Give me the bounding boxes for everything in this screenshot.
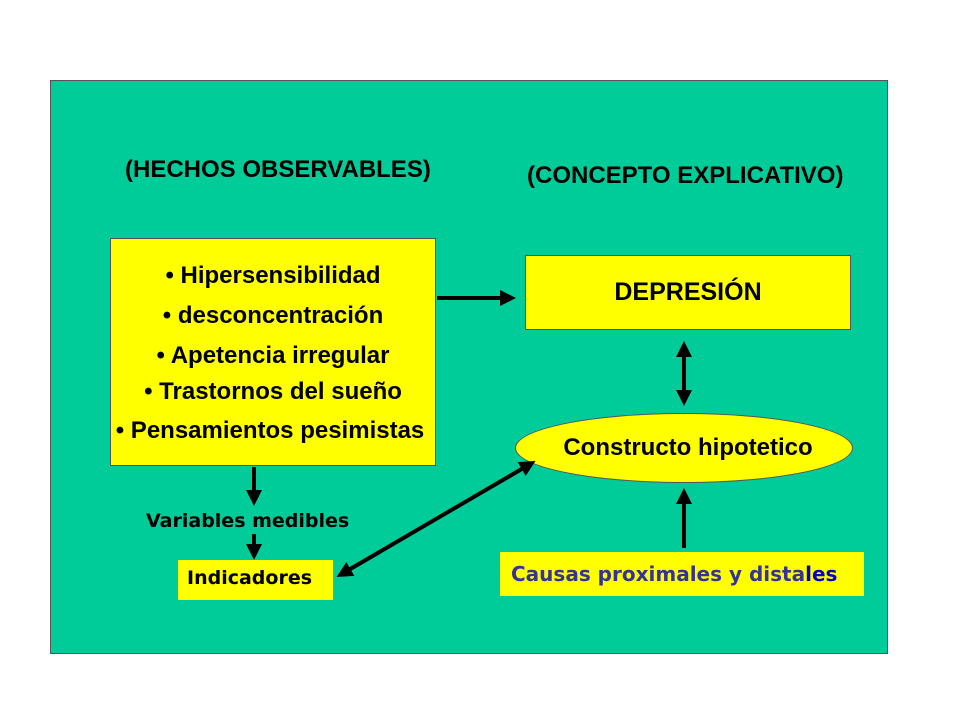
heading-observable: (HECHOS OBSERVABLES) bbox=[125, 156, 431, 183]
construct-label: Constructo hipotetico bbox=[563, 434, 813, 461]
construct-ellipse bbox=[515, 413, 853, 483]
causes-label: Causas proximales y distales bbox=[511, 562, 838, 586]
depression-box bbox=[525, 255, 851, 330]
symptom-item: • Trastornos del sueño bbox=[144, 378, 402, 405]
variables-label: Variables medibles bbox=[146, 510, 350, 532]
symptom-item: • Hipersensibilidad bbox=[165, 262, 381, 289]
arrow-indicators-construct bbox=[336, 460, 536, 578]
indicators-label: Indicadores bbox=[187, 567, 313, 589]
depression-label: DEPRESIÓN bbox=[614, 278, 762, 306]
causes-box bbox=[500, 552, 864, 596]
symptom-item: • desconcentración bbox=[162, 302, 384, 329]
symptom-item: • Pensamientos pesimistas bbox=[115, 417, 425, 444]
symptom-item: • Apetencia irregular bbox=[156, 342, 390, 369]
symptoms-box bbox=[110, 238, 436, 466]
indicators-box bbox=[178, 560, 333, 600]
heading-explanatory: (CONCEPTO EXPLICATIVO) bbox=[527, 162, 844, 189]
